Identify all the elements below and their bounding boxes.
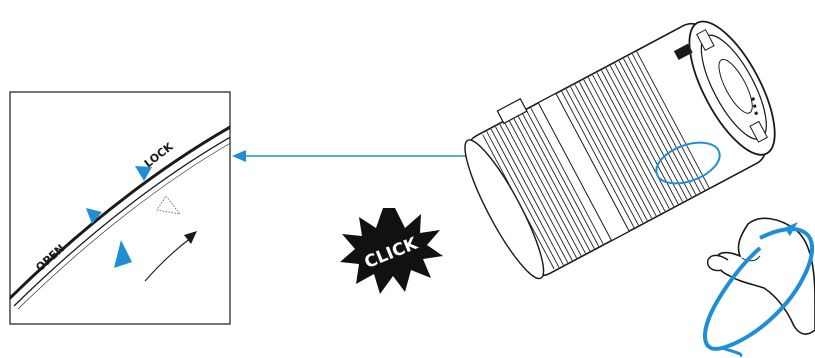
lens-mount-index-icon: [114, 240, 132, 268]
detail-inset-frame: [9, 91, 231, 325]
mount-rim-outer: [10, 125, 230, 301]
detail-inset: OPEN LOCK: [9, 91, 231, 325]
hand-icon: [707, 217, 815, 335]
mount-rim-inner: [13, 136, 230, 307]
dotted-target-marker: [156, 195, 181, 215]
rotation-swirl-icon: [703, 222, 814, 358]
open-index-marker-icon: [86, 208, 102, 224]
mount-index-highlight: [655, 141, 721, 185]
lock-index-marker-icon: [135, 166, 152, 181]
click-burst-icon: CLICK: [340, 208, 443, 294]
rotation-arrow-icon: [144, 231, 197, 282]
lens-barrel-icon: [464, 20, 776, 280]
